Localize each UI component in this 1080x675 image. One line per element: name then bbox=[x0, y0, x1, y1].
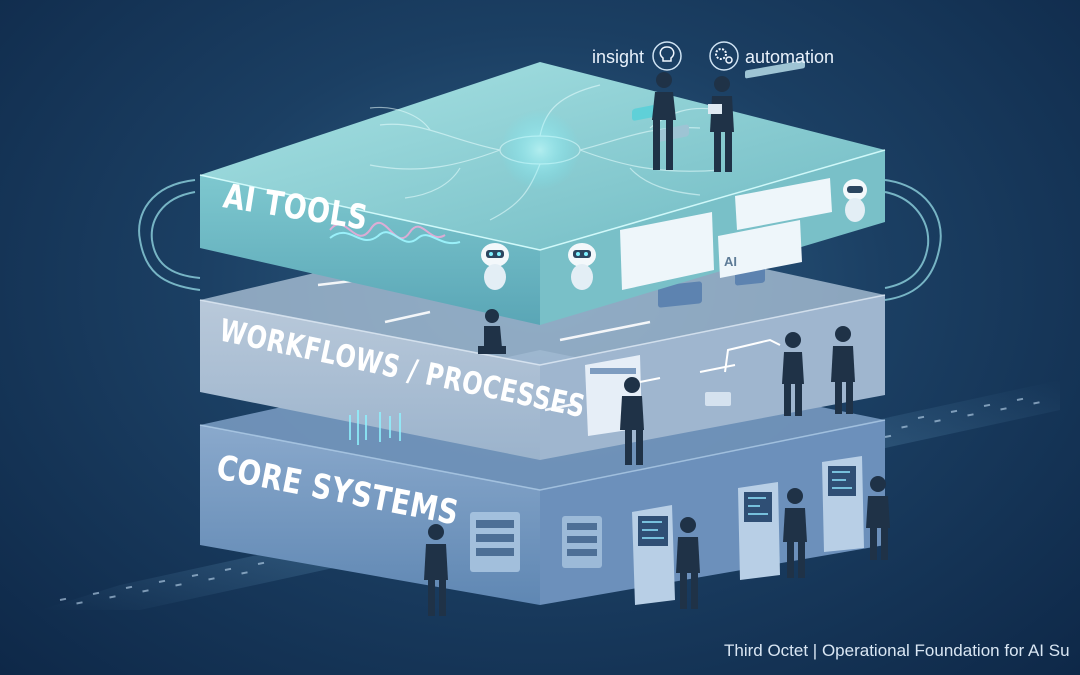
stream-dash bbox=[208, 577, 215, 581]
person-icon bbox=[783, 488, 807, 578]
layer-ai-tools: AI TOOLS AI bbox=[199, 60, 886, 445]
waveform-icon bbox=[329, 221, 461, 245]
person-icon bbox=[676, 517, 700, 609]
stream-dash bbox=[884, 434, 892, 438]
stream-dash bbox=[257, 561, 265, 565]
person-icon bbox=[866, 476, 890, 560]
stream-dash bbox=[59, 597, 67, 601]
person-icon bbox=[478, 309, 506, 354]
stream-dash bbox=[1033, 401, 1040, 405]
person-icon bbox=[652, 72, 676, 170]
person-icon bbox=[831, 326, 855, 414]
stream-dash bbox=[109, 595, 116, 599]
lightbulb-icon bbox=[652, 41, 682, 71]
automation-label: automation bbox=[745, 47, 834, 67]
stream-dash bbox=[76, 601, 83, 605]
gear-icon bbox=[709, 41, 739, 71]
stream-dash bbox=[1000, 407, 1007, 411]
stream-dash bbox=[967, 413, 974, 417]
server-rack-icon bbox=[470, 512, 602, 572]
chat-window-icon: AI bbox=[620, 60, 832, 290]
connector-lines bbox=[138, 179, 942, 301]
stream-dash bbox=[917, 415, 925, 419]
people-silhouettes bbox=[424, 72, 890, 616]
stream-dash bbox=[191, 573, 199, 577]
stream-dash bbox=[1016, 397, 1024, 401]
stream-dash bbox=[142, 589, 149, 593]
stream-dash bbox=[92, 591, 100, 595]
data-spikes bbox=[349, 410, 401, 445]
ai-badge-text: AI bbox=[724, 254, 737, 269]
person-icon bbox=[620, 377, 644, 465]
stream-dash bbox=[983, 403, 991, 407]
callout-automation: automation bbox=[709, 41, 834, 71]
stream-dash bbox=[901, 425, 908, 429]
stream-dash bbox=[158, 579, 166, 583]
stream-dash bbox=[241, 571, 248, 575]
terminal-kiosk-icon bbox=[632, 456, 864, 605]
stream-dash bbox=[950, 409, 958, 413]
stream-dash bbox=[224, 567, 232, 571]
person-icon bbox=[782, 332, 804, 416]
callout-insight: insight bbox=[592, 41, 682, 71]
tablet-icon bbox=[708, 104, 722, 114]
stream-dash bbox=[934, 419, 941, 423]
person-icon bbox=[424, 524, 448, 616]
robot-icon bbox=[481, 179, 867, 290]
caption-text: Third Octet | Operational Foundation for… bbox=[724, 641, 1070, 660]
insight-label: insight bbox=[592, 47, 644, 67]
stream-dash bbox=[175, 583, 182, 587]
stream-dash bbox=[125, 585, 133, 589]
